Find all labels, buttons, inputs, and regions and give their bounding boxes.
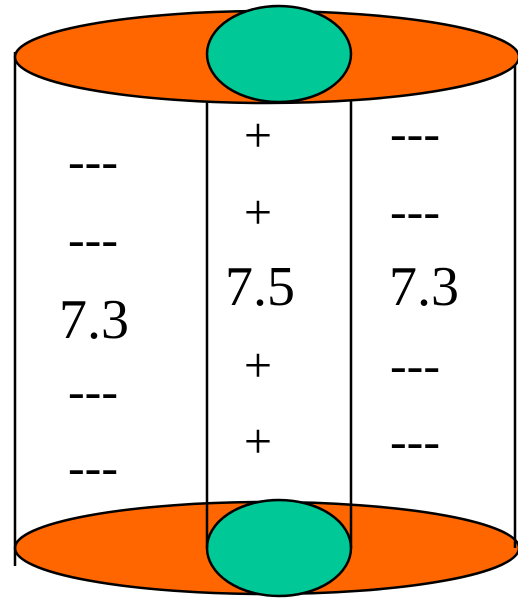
outer-left-label: --- xyxy=(68,133,118,189)
inner-cylinder-top-ellipse xyxy=(205,4,353,104)
outer-left-label: --- xyxy=(68,363,118,419)
inner-cylinder-bottom-ellipse xyxy=(205,498,353,598)
outer-right-label: 7.3 xyxy=(389,256,459,318)
outer-right-label: --- xyxy=(390,413,440,469)
outer-left-labels: --- --- 7.3 --- --- xyxy=(59,133,129,495)
inner-column-labels: + + 7.5 + + xyxy=(225,107,295,469)
inner-column-label: + xyxy=(244,107,272,163)
outer-right-labels: --- --- 7.3 --- --- xyxy=(389,105,459,469)
outer-left-label: --- xyxy=(68,439,118,495)
outer-right-label: --- xyxy=(390,337,440,393)
inner-column-label: 7.5 xyxy=(225,256,295,318)
inner-column-label: + xyxy=(244,337,272,393)
inner-column-label: + xyxy=(244,184,272,240)
outer-left-label: 7.3 xyxy=(59,289,129,351)
inner-column-label: + xyxy=(244,413,272,469)
outer-right-label: --- xyxy=(390,183,440,239)
outer-right-label: --- xyxy=(390,105,440,161)
outer-left-label: --- xyxy=(68,211,118,267)
